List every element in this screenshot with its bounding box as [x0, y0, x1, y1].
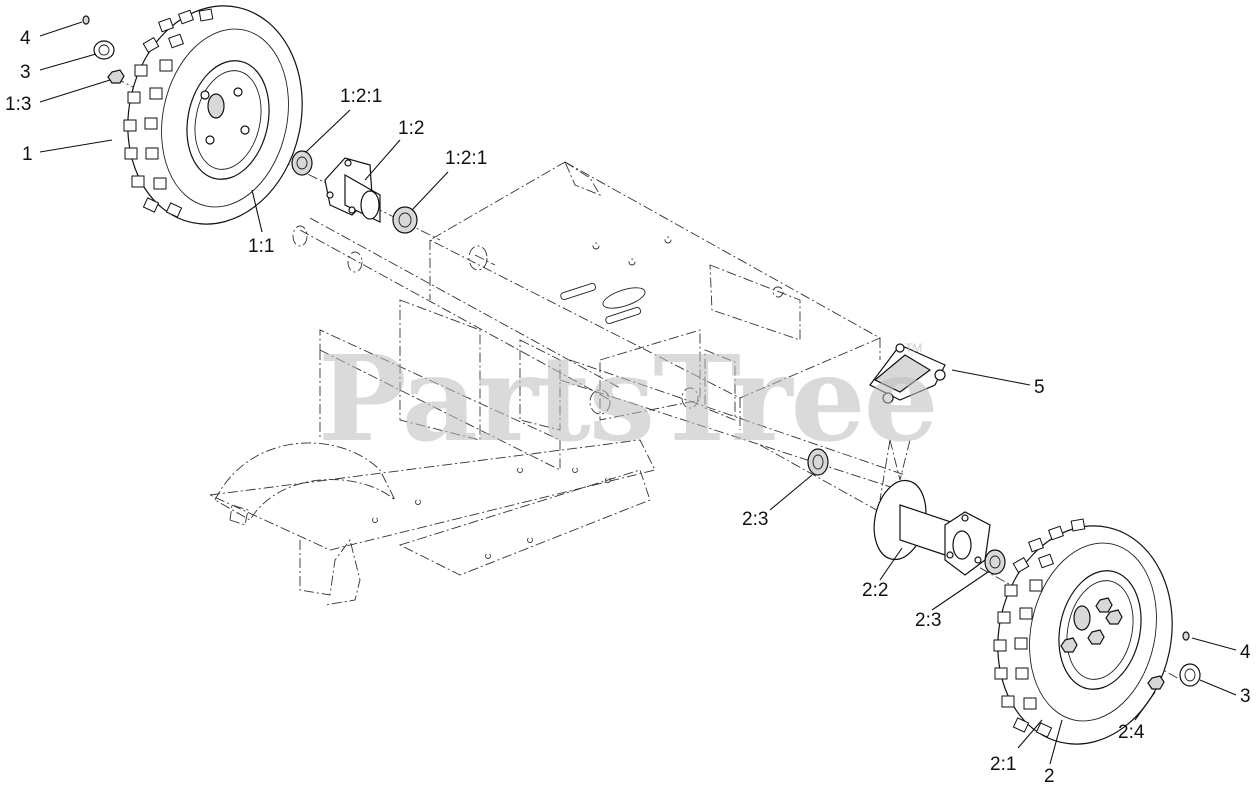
callout-3-bottom: 3 [1240, 686, 1251, 707]
callout-4-bottom: 4 [1240, 642, 1251, 663]
bearing-1-2-1-b [392, 206, 418, 234]
callout-2-3-a: 2:3 [742, 509, 768, 530]
rear-wheel-assembly [807, 448, 1201, 745]
spacer-3-top [93, 40, 115, 60]
callout-2-4: 2:4 [1118, 722, 1145, 743]
callout-2-3-b: 2:3 [915, 610, 941, 631]
watermark: PartsTree TM [318, 329, 939, 468]
nut-1-3 [107, 69, 125, 84]
hub-1-2 [324, 157, 381, 223]
rear-wheel-treads [993, 518, 1086, 738]
leader-lines [39, 21, 1237, 765]
callout-labels: 4 3 1:3 1 1:1 1:2:1 1:2 1:2:1 5 2:3 2:2 … [5, 28, 1251, 787]
callout-2: 2 [1044, 766, 1055, 787]
spacer-3-bottom [1179, 663, 1201, 687]
callout-1-3: 1:3 [5, 94, 31, 115]
callout-2-1: 2:1 [990, 754, 1016, 775]
nut-2-4 [1147, 675, 1165, 690]
callout-4-top: 4 [20, 28, 31, 49]
callout-1: 1 [22, 144, 33, 165]
svg-text:TM: TM [905, 341, 922, 355]
bearing-2-3-b [984, 549, 1006, 575]
callout-2-2: 2:2 [862, 580, 888, 601]
callout-1-1: 1:1 [248, 236, 274, 257]
bracket-5 [869, 343, 946, 404]
frame-outline [208, 160, 911, 606]
svg-text:PartsTree: PartsTree [318, 329, 937, 468]
callout-5: 5 [1034, 377, 1045, 398]
callout-1-2-1-a: 1:2:1 [340, 86, 382, 107]
grease-fitting-4-top [82, 15, 90, 25]
callout-3-top: 3 [20, 62, 31, 83]
callout-1-2-1-b: 1:2:1 [445, 148, 487, 169]
bearing-1-2-1-a [291, 150, 313, 176]
spacer-2-3-a [807, 448, 829, 476]
front-wheel-treads [123, 8, 214, 218]
callout-1-2: 1:2 [398, 118, 424, 139]
grease-fitting-4-bottom [1182, 631, 1190, 641]
front-wheel-assembly [82, 5, 418, 234]
